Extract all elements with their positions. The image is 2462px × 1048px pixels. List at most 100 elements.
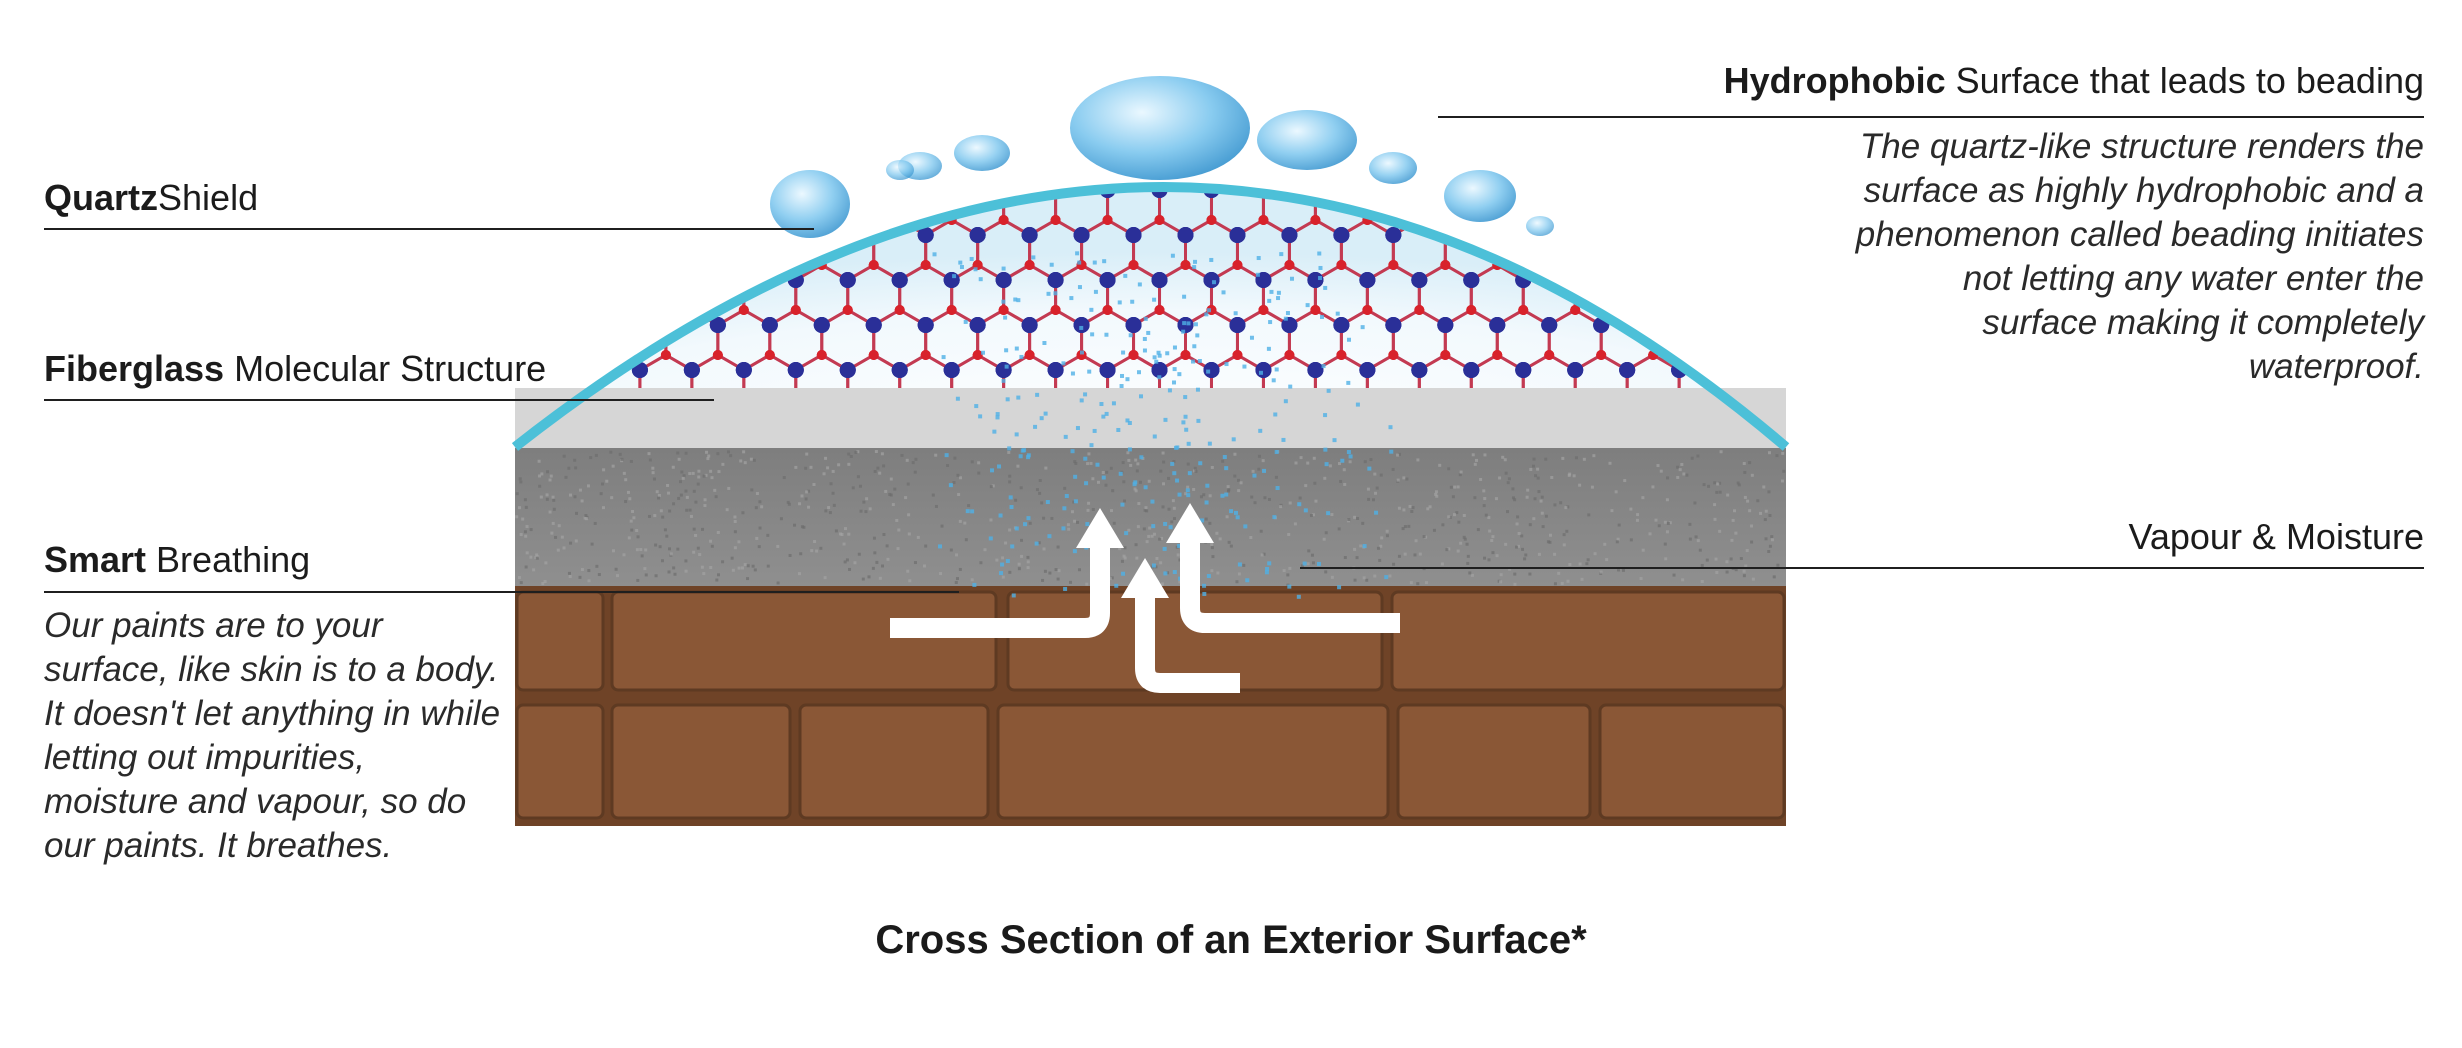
vapour-particle — [1165, 351, 1170, 356]
vapour-particle — [1181, 420, 1186, 425]
plaster-speck — [1307, 549, 1311, 553]
vapour-particle — [1233, 510, 1238, 515]
vapour-particle — [1045, 500, 1050, 505]
lattice-atom — [608, 350, 619, 360]
lattice-atom — [843, 35, 853, 45]
vapour-particle — [1184, 427, 1189, 432]
lattice-bond — [1601, 130, 1627, 145]
vapour-particle — [1182, 321, 1187, 326]
vapour-particle — [1143, 316, 1148, 321]
vapour-particle — [1063, 434, 1068, 439]
vapour-particle — [1064, 493, 1069, 498]
plaster-speck — [864, 510, 868, 514]
lattice-bond — [1626, 308, 1654, 327]
lattice-atom — [1596, 80, 1606, 90]
lattice-bond — [1679, 85, 1705, 100]
plaster-speck — [1533, 497, 1537, 501]
plaster-speck — [694, 533, 698, 537]
plaster-speck — [1506, 510, 1510, 514]
plaster-speck — [1743, 470, 1747, 474]
plaster-speck — [989, 485, 993, 489]
plaster-speck — [1447, 467, 1451, 471]
vapour-particle — [963, 319, 968, 324]
lattice-bond — [562, 85, 588, 100]
lattice-atom — [1074, 47, 1090, 63]
plaster-speck — [786, 500, 790, 504]
lattice-atom — [1723, 362, 1740, 378]
lattice-atom — [556, 350, 567, 360]
vapour-particle — [1079, 350, 1084, 355]
plaster-speck — [544, 561, 548, 565]
plaster-speck — [636, 535, 640, 539]
plaster-speck — [614, 567, 618, 571]
plaster-speck — [703, 504, 707, 508]
lattice-atom — [557, 80, 567, 90]
vapour-particle — [1000, 562, 1005, 567]
lattice-bond — [1497, 85, 1523, 100]
plaster-speck — [1353, 515, 1357, 519]
plaster-speck — [548, 478, 552, 482]
lattice-atom — [1518, 35, 1528, 45]
plaster-speck — [1356, 516, 1360, 520]
lattice-atom — [814, 137, 830, 153]
lattice-atom — [1619, 187, 1636, 198]
lattice-atom — [634, 305, 645, 315]
lattice-atom — [894, 215, 905, 225]
vapour-particle — [1077, 285, 1082, 290]
vapour-particle — [1297, 502, 1302, 507]
lattice-atom — [1050, 305, 1061, 315]
plaster-speck — [1532, 457, 1536, 461]
lattice-atom — [1775, 272, 1786, 288]
plaster-speck — [1499, 580, 1503, 584]
plaster-speck — [954, 580, 958, 584]
plaster-speck — [657, 496, 661, 500]
vapour-particle — [1125, 418, 1130, 423]
lattice-bond — [1627, 130, 1653, 145]
lattice-atom — [1281, 317, 1298, 333]
plaster-speck — [1155, 556, 1159, 560]
lattice-atom — [1077, 80, 1087, 90]
plaster-speck — [788, 553, 792, 557]
lattice-atom — [817, 80, 827, 90]
plaster-speck — [924, 544, 928, 548]
plaster-speck — [1750, 473, 1754, 477]
lattice-atom — [1126, 47, 1142, 63]
lattice-atom — [1619, 187, 1636, 198]
lattice-bond — [1315, 85, 1341, 100]
lattice-atom — [606, 47, 622, 63]
lattice-atom — [738, 215, 749, 225]
fiberglass-label-text: Molecular Structure — [224, 348, 547, 389]
lattice-bond — [846, 218, 875, 237]
plaster-speck — [1135, 556, 1139, 560]
plaster-speck — [551, 495, 555, 499]
plaster-speck — [1659, 469, 1663, 473]
lattice-bond — [588, 130, 614, 145]
plaster-speck — [652, 477, 656, 481]
vapour-particle — [944, 453, 949, 458]
plaster-speck — [1483, 497, 1487, 501]
lattice-bond — [587, 308, 615, 327]
plaster-speck — [1482, 489, 1486, 493]
plaster-speck — [1473, 496, 1477, 500]
plaster-speck — [1304, 484, 1308, 488]
lattice-atom — [1385, 137, 1401, 153]
lattice-bond — [1548, 187, 1576, 192]
lattice-atom — [1048, 92, 1064, 108]
lattice-atom — [1388, 80, 1398, 90]
lattice-atom — [1723, 187, 1740, 198]
plaster-speck — [1310, 553, 1314, 557]
vapour-particle — [1023, 522, 1028, 527]
plaster-speck — [654, 543, 658, 547]
plaster-speck — [725, 508, 729, 512]
plaster-speck — [1379, 544, 1383, 548]
lattice-atom — [839, 362, 856, 378]
plaster-speck — [843, 560, 847, 564]
lattice-bond — [770, 40, 796, 55]
vapour-particle — [1083, 456, 1088, 461]
vapour-particle — [1011, 593, 1016, 598]
lattice-bond — [978, 85, 1004, 100]
vapour-particle — [1063, 586, 1068, 591]
plaster-speck — [1043, 569, 1047, 573]
lattice-atom — [1671, 187, 1688, 198]
lattice-atom — [918, 137, 934, 153]
